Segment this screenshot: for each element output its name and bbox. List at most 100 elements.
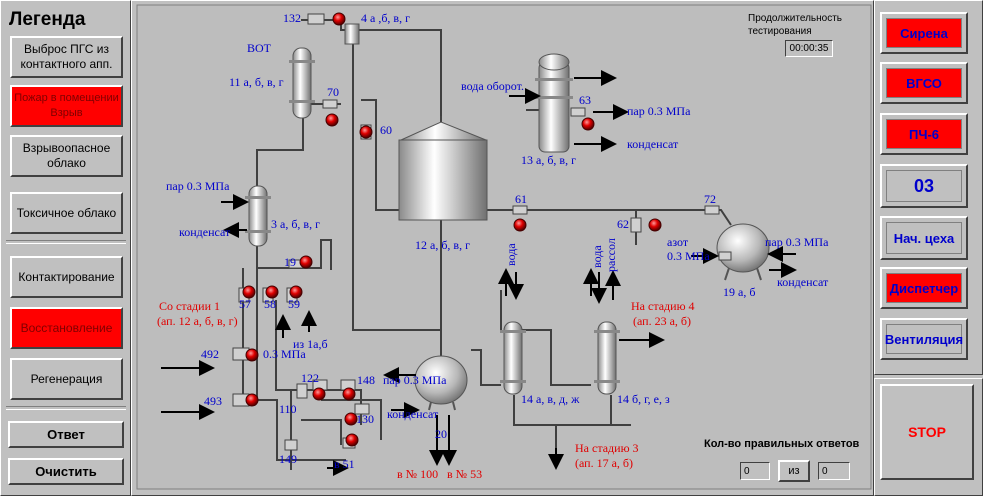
lamp-60 xyxy=(359,125,373,139)
label-par-3: пар 0.3 МПа xyxy=(166,179,230,193)
label-v51: в 51 xyxy=(334,457,355,471)
label-voda2: вода xyxy=(590,245,604,268)
mode-contacting[interactable]: Контактирование xyxy=(10,256,123,298)
legend-item-pgs-release[interactable]: Выброс ПГС из контактного апп. xyxy=(10,36,123,78)
label-63: 63 xyxy=(579,93,591,107)
label-57: 57 xyxy=(239,297,251,311)
lamp-122 xyxy=(312,387,326,401)
label-122: 122 xyxy=(301,371,319,385)
label-azot-p: 0.3 МПа xyxy=(667,249,710,263)
label-61: 61 xyxy=(515,192,527,206)
legend-title: Легенда xyxy=(9,9,86,30)
score-correct-field: 0 xyxy=(740,462,770,480)
stop-button[interactable]: STOP xyxy=(880,384,974,480)
process-diagram: 132 4 а ,б, в, г ВОТ 11 а, б, в, г 70 60… xyxy=(136,4,872,490)
label-voda1: вода xyxy=(504,243,518,266)
alarm-lamps xyxy=(242,12,662,447)
mode-regeneration[interactable]: Регенерация xyxy=(10,358,123,400)
lamp-130 xyxy=(344,412,358,426)
flow-arrows xyxy=(161,70,797,476)
timer-value: 00:00:35 xyxy=(785,40,833,57)
label-58: 58 xyxy=(264,297,276,311)
lamp-132 xyxy=(332,12,346,26)
heat-exchanger-14a xyxy=(500,321,526,395)
lamp-19 xyxy=(299,255,313,269)
label-vot: ВОТ xyxy=(247,41,272,55)
label-148: 148 xyxy=(357,373,375,387)
lamp-148 xyxy=(342,387,356,401)
mode-restoration[interactable]: Восстановление xyxy=(10,307,123,349)
lamp-492 xyxy=(245,348,259,362)
lamp-4 xyxy=(345,433,359,447)
lamp-58 xyxy=(265,285,279,299)
label-132: 132 xyxy=(283,11,301,25)
heat-exchanger-3 xyxy=(245,185,271,247)
label-p03: 0.3 МПа xyxy=(263,347,306,361)
label-v100: в № 100 xyxy=(397,467,438,481)
lamp-61 xyxy=(513,218,527,232)
label-11: 11 а, б, в, г xyxy=(229,75,284,89)
label-492: 492 xyxy=(201,347,219,361)
label-72: 72 xyxy=(704,192,716,206)
label-par-19: пар 0.3 МПа xyxy=(765,235,829,249)
timer-label: Продолжительность тестирования xyxy=(748,13,842,37)
label-19: 19 xyxy=(284,255,296,269)
label-stage4-b: (ап. 23 а, б) xyxy=(633,314,691,328)
label-13: 13 а, б, в, г xyxy=(521,153,576,167)
legend-item-explosive-cloud[interactable]: Взрывоопасное облако xyxy=(10,135,123,177)
score-label: Кол-во правильных ответов xyxy=(704,438,860,450)
label-149: 149 xyxy=(279,452,297,466)
label-stage1-b: (ап. 12 а, б, в, г) xyxy=(157,314,238,328)
lamp-62 xyxy=(648,218,662,232)
label-par-20: пар 0.3 МПа xyxy=(383,373,447,387)
shop-chief-button[interactable]: Нач. цеха xyxy=(880,216,968,260)
process-diagram-frame: 132 4 а ,б, в, г ВОТ 11 а, б, в, г 70 60… xyxy=(131,0,874,496)
lamp-70 xyxy=(325,113,339,127)
lamp-493 xyxy=(245,393,259,407)
label-3: 3 а, б, в, г xyxy=(271,217,320,231)
label-70: 70 xyxy=(327,85,339,99)
label-v53: в № 53 xyxy=(447,467,482,481)
dispatcher-button[interactable]: Диспетчер xyxy=(880,267,968,309)
legend-separator xyxy=(6,240,126,244)
label-14a: 14 а, в, д, ж xyxy=(521,392,580,406)
heat-exchanger-11 xyxy=(289,47,315,119)
label-stage4-a: На стадию 4 xyxy=(631,299,695,313)
separator-4 xyxy=(344,23,360,45)
heat-exchanger-14b xyxy=(594,321,620,395)
label-stage3-b: (ап. 17 а, б) xyxy=(575,456,633,470)
ventilation-button[interactable]: Вентиляция xyxy=(880,318,968,360)
ambulance-button[interactable]: 03 xyxy=(880,164,968,208)
label-stage1-a: Со стадии 1 xyxy=(159,299,220,313)
legend-item-fire-explosion[interactable]: Пожар в помещении Взрыв xyxy=(10,85,123,127)
label-kond-13: конденсат xyxy=(627,137,679,151)
siren-button[interactable]: Сирена xyxy=(880,12,968,54)
label-kond-3: конденсат xyxy=(179,225,231,239)
label-110: 110 xyxy=(279,402,297,416)
label-kond-19: конденсат xyxy=(777,275,829,289)
label-iz1: из 1а,б xyxy=(293,337,328,351)
legend-item-toxic-cloud[interactable]: Токсичное облако xyxy=(10,192,123,234)
label-59: 59 xyxy=(288,297,300,311)
label-12: 12 а, б, в, г xyxy=(415,238,470,252)
label-azot: азот xyxy=(667,235,689,249)
label-19ab: 19 а, б xyxy=(723,285,755,299)
label-130: 130 xyxy=(356,412,374,426)
answer-button[interactable]: Ответ xyxy=(8,421,124,448)
score-of-label: из xyxy=(778,460,810,482)
lamp-63 xyxy=(581,117,595,131)
label-4: 4 а ,б, в, г xyxy=(361,11,410,25)
label-493: 493 xyxy=(204,394,222,408)
label-20: 20 xyxy=(435,427,447,441)
fire-brigade-button[interactable]: ПЧ-6 xyxy=(880,113,968,155)
label-voda-oborot: вода оборот. xyxy=(461,79,524,93)
lamp-57 xyxy=(242,285,256,299)
column-13 xyxy=(535,53,573,153)
label-60: 60 xyxy=(380,123,392,137)
legend-separator-bottom xyxy=(6,406,126,410)
clear-button[interactable]: Очистить xyxy=(8,458,124,485)
lamp-59 xyxy=(289,285,303,299)
vgso-button[interactable]: ВГСО xyxy=(880,62,968,104)
label-62: 62 xyxy=(617,217,629,231)
label-par-13: пар 0.3 МПа xyxy=(627,104,691,118)
